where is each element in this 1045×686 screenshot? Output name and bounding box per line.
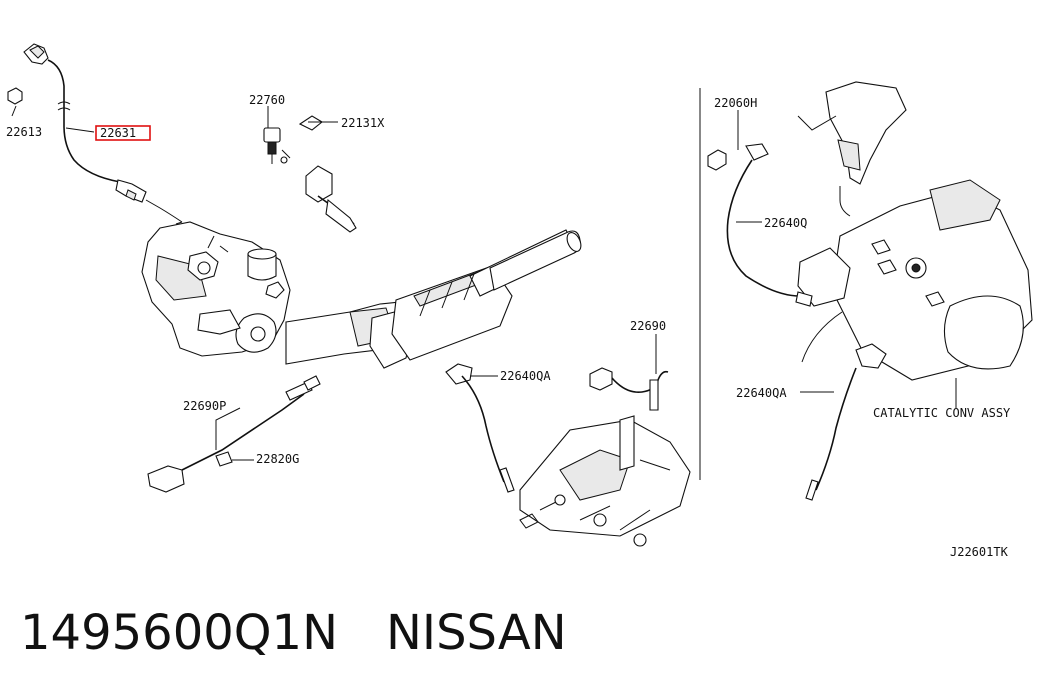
callout-22631-highlight	[95, 125, 151, 141]
parts-diagram: 22613 22631 22760 22131X 22690P 22820G 2…	[6, 43, 1033, 559]
callout-catalytic-conv-assy: CATALYTIC CONV ASSY	[873, 406, 1011, 420]
callouts: 22613 22631 22760 22131X 22690P 22820G 2…	[6, 93, 1011, 559]
sensor-22640QA-mid-drawing	[445, 363, 515, 493]
callout-22640QA-right: 22640QA	[736, 386, 787, 400]
callout-22820G: 22820G	[256, 452, 299, 466]
brand-name: NISSAN	[386, 605, 567, 661]
drawing-code: J22601TK	[950, 545, 1009, 559]
callout-22690P: 22690P	[183, 399, 226, 413]
right-assembly-drawing	[797, 81, 1033, 381]
callout-22690: 22690	[630, 319, 666, 333]
sensor-22631-drawing	[7, 43, 183, 225]
leader-lines	[11, 105, 957, 461]
callout-22760: 22760	[249, 93, 285, 107]
callout-22640Q: 22640Q	[764, 216, 807, 230]
dpf-assembly-drawing	[141, 221, 582, 369]
sensor-22640QA-right-drawing	[805, 343, 887, 501]
sensor-22690-drawing	[589, 367, 669, 411]
sensor-22690P-drawing	[147, 375, 321, 493]
callout-22640QA-mid: 22640QA	[500, 369, 551, 383]
sensor-22640Q-drawing	[707, 143, 813, 307]
part-number: 1495600Q1N	[20, 605, 338, 661]
sensor-22760-drawing	[263, 115, 357, 233]
callout-22613: 22613	[6, 125, 42, 139]
engine-block-drawing	[519, 415, 691, 547]
callout-22631: 22631	[100, 126, 136, 140]
footer: 1495600Q1N NISSAN	[20, 598, 567, 668]
callout-22060H: 22060H	[714, 96, 757, 110]
callout-22131X: 22131X	[341, 116, 385, 130]
